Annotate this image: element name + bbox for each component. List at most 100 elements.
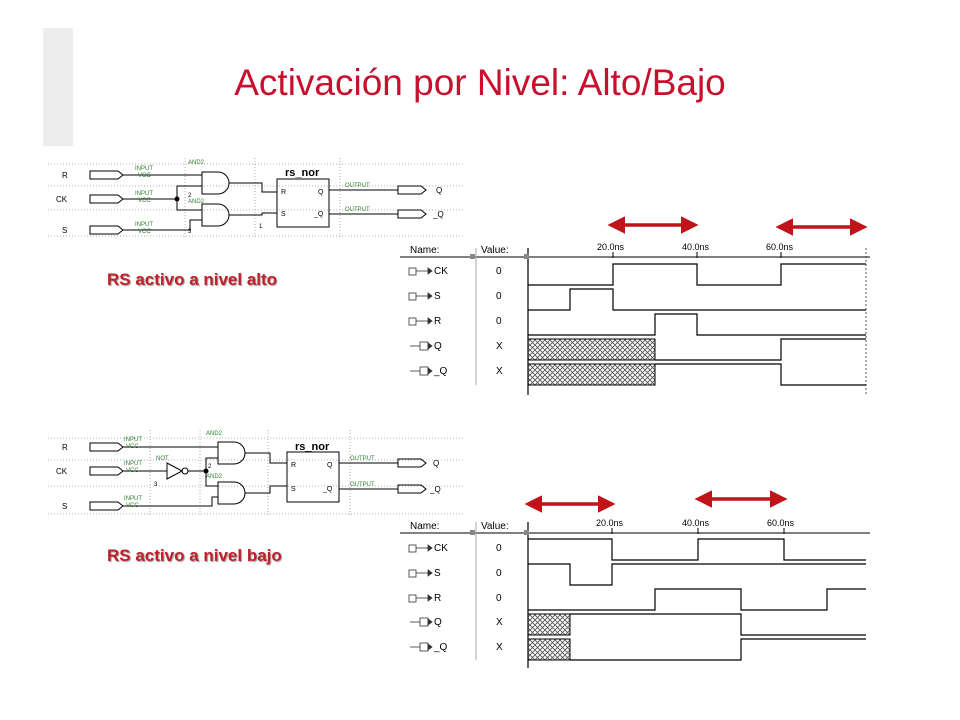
signal-value-s: 0 xyxy=(496,291,502,302)
vcc-tag: VCC xyxy=(138,229,151,235)
and-gate-2 xyxy=(217,481,246,505)
vcc-tag: VCC xyxy=(138,198,151,204)
waveform-active-low: Name: Value: 20.0ns 40.0ns 60.0ns CK S R… xyxy=(400,490,870,668)
output-label-nq: _Q xyxy=(432,210,444,219)
block-pin-nq: _Q xyxy=(313,211,324,218)
wave-ck xyxy=(528,263,866,286)
title-accent-bar xyxy=(43,28,73,146)
pin-number: 3 xyxy=(154,482,158,488)
time-label-40ns: 40.0ns xyxy=(682,242,710,252)
gate-label: AND2 xyxy=(188,199,205,205)
signal-value-r: 0 xyxy=(496,593,502,604)
block-pin-q: Q xyxy=(318,189,324,196)
input-tag: INPUT xyxy=(135,222,153,228)
slide-title: Activación por Nivel: Alto/Bajo xyxy=(234,62,726,103)
waveform-active-high: Name: Value: 20.0ns 40.0ns 60.0ns CK S R… xyxy=(400,216,870,395)
signal-name-s: S xyxy=(434,568,441,579)
input-signal-icon xyxy=(408,569,417,578)
output-tag: OUTPUT xyxy=(350,482,375,488)
signal-value-nq: X xyxy=(496,642,503,653)
unknown-state-nq xyxy=(527,638,571,661)
schematic-active-low xyxy=(48,430,465,516)
block-name: rs_nor xyxy=(295,441,330,453)
input-signal-icon xyxy=(408,317,417,326)
signal-name-nq: _Q xyxy=(433,366,448,377)
wave-nq xyxy=(570,638,866,661)
input-tag: INPUT xyxy=(135,166,153,172)
gate-label: AND2 xyxy=(206,474,223,480)
output-tag: OUTPUT xyxy=(345,207,370,213)
block-name: rs_nor xyxy=(285,167,320,179)
output-label-nq: _Q xyxy=(429,485,441,494)
header-value: Value: xyxy=(481,245,509,256)
signal-name-s: S xyxy=(434,291,441,302)
input-label-ck: CK xyxy=(56,195,68,204)
and-gate-1 xyxy=(217,441,246,465)
header-name: Name: xyxy=(410,521,439,532)
block-pin-r: R xyxy=(291,462,296,469)
signal-value-s: 0 xyxy=(496,568,502,579)
and-gate-2 xyxy=(201,203,230,227)
input-tag: INPUT xyxy=(124,461,142,467)
input-tag: INPUT xyxy=(124,437,142,443)
vcc-tag: VCC xyxy=(126,503,139,509)
input-signal-icon xyxy=(408,267,417,276)
input-tag: INPUT xyxy=(124,496,142,502)
time-label-60ns: 60.0ns xyxy=(766,242,794,252)
output-label-q: Q xyxy=(436,186,442,195)
input-pin-r-shape xyxy=(89,170,124,180)
pin-number: 3 xyxy=(188,229,192,235)
unknown-state-q xyxy=(527,338,656,361)
signal-name-q: Q xyxy=(434,341,442,352)
schematic-active-high-labels: R CK S INPUT VCC INPUT VCC INPUT VCC AND… xyxy=(56,160,444,235)
wave-r xyxy=(528,588,866,611)
gate-label: AND2 xyxy=(206,431,223,437)
not-gate xyxy=(166,462,184,480)
pin-number: 2 xyxy=(188,193,192,199)
gate-label: AND2 xyxy=(188,160,205,166)
unknown-state-q xyxy=(527,613,571,636)
signal-value-q: X xyxy=(496,617,503,628)
input-pin-s-shape xyxy=(89,225,124,235)
signal-name-nq: _Q xyxy=(433,642,448,653)
signal-value-r: 0 xyxy=(496,316,502,327)
signal-value-ck: 0 xyxy=(496,543,502,554)
caption-active-low: RS activo a nivel bajo xyxy=(107,546,282,565)
column-handle xyxy=(524,530,529,535)
block-pin-q: Q xyxy=(327,462,333,469)
input-signal-icon xyxy=(408,292,417,301)
column-handle xyxy=(470,254,475,259)
output-label-q: Q xyxy=(433,459,439,468)
block-pin-number: 1 xyxy=(259,224,263,230)
header-value: Value: xyxy=(481,521,509,532)
wave-q xyxy=(570,613,866,636)
output-signal-icon xyxy=(419,617,429,627)
output-tag: OUTPUT xyxy=(345,183,370,189)
output-tag: OUTPUT xyxy=(350,456,375,462)
output-pin-nq-shape xyxy=(397,209,427,219)
block-pin-s: S xyxy=(281,211,286,218)
output-signal-icon xyxy=(419,642,429,652)
header-name: Name: xyxy=(410,245,439,256)
signal-name-ck: CK xyxy=(434,266,448,277)
schematic-active-high xyxy=(48,158,465,238)
input-tag: INPUT xyxy=(135,191,153,197)
wave-ck xyxy=(528,538,866,561)
vcc-tag: VCC xyxy=(126,468,139,474)
input-label-s: S xyxy=(62,226,67,235)
schematic-active-low-labels: R CK S INPUT VCC INPUT VCC INPUT VCC NOT… xyxy=(56,431,441,511)
vcc-tag: VCC xyxy=(138,173,151,179)
input-signal-icon xyxy=(408,544,417,553)
time-label-20ns: 20.0ns xyxy=(596,518,624,528)
time-label-40ns: 40.0ns xyxy=(682,518,710,528)
output-signal-icon xyxy=(419,366,429,376)
column-handle xyxy=(524,254,529,259)
column-handle xyxy=(470,530,475,535)
signal-value-ck: 0 xyxy=(496,266,502,277)
input-label-s: S xyxy=(62,502,67,511)
unknown-state-nq xyxy=(527,363,656,386)
block-pin-r: R xyxy=(281,189,286,196)
rs-nor-block xyxy=(276,178,330,228)
pin-number: 2 xyxy=(208,464,212,470)
